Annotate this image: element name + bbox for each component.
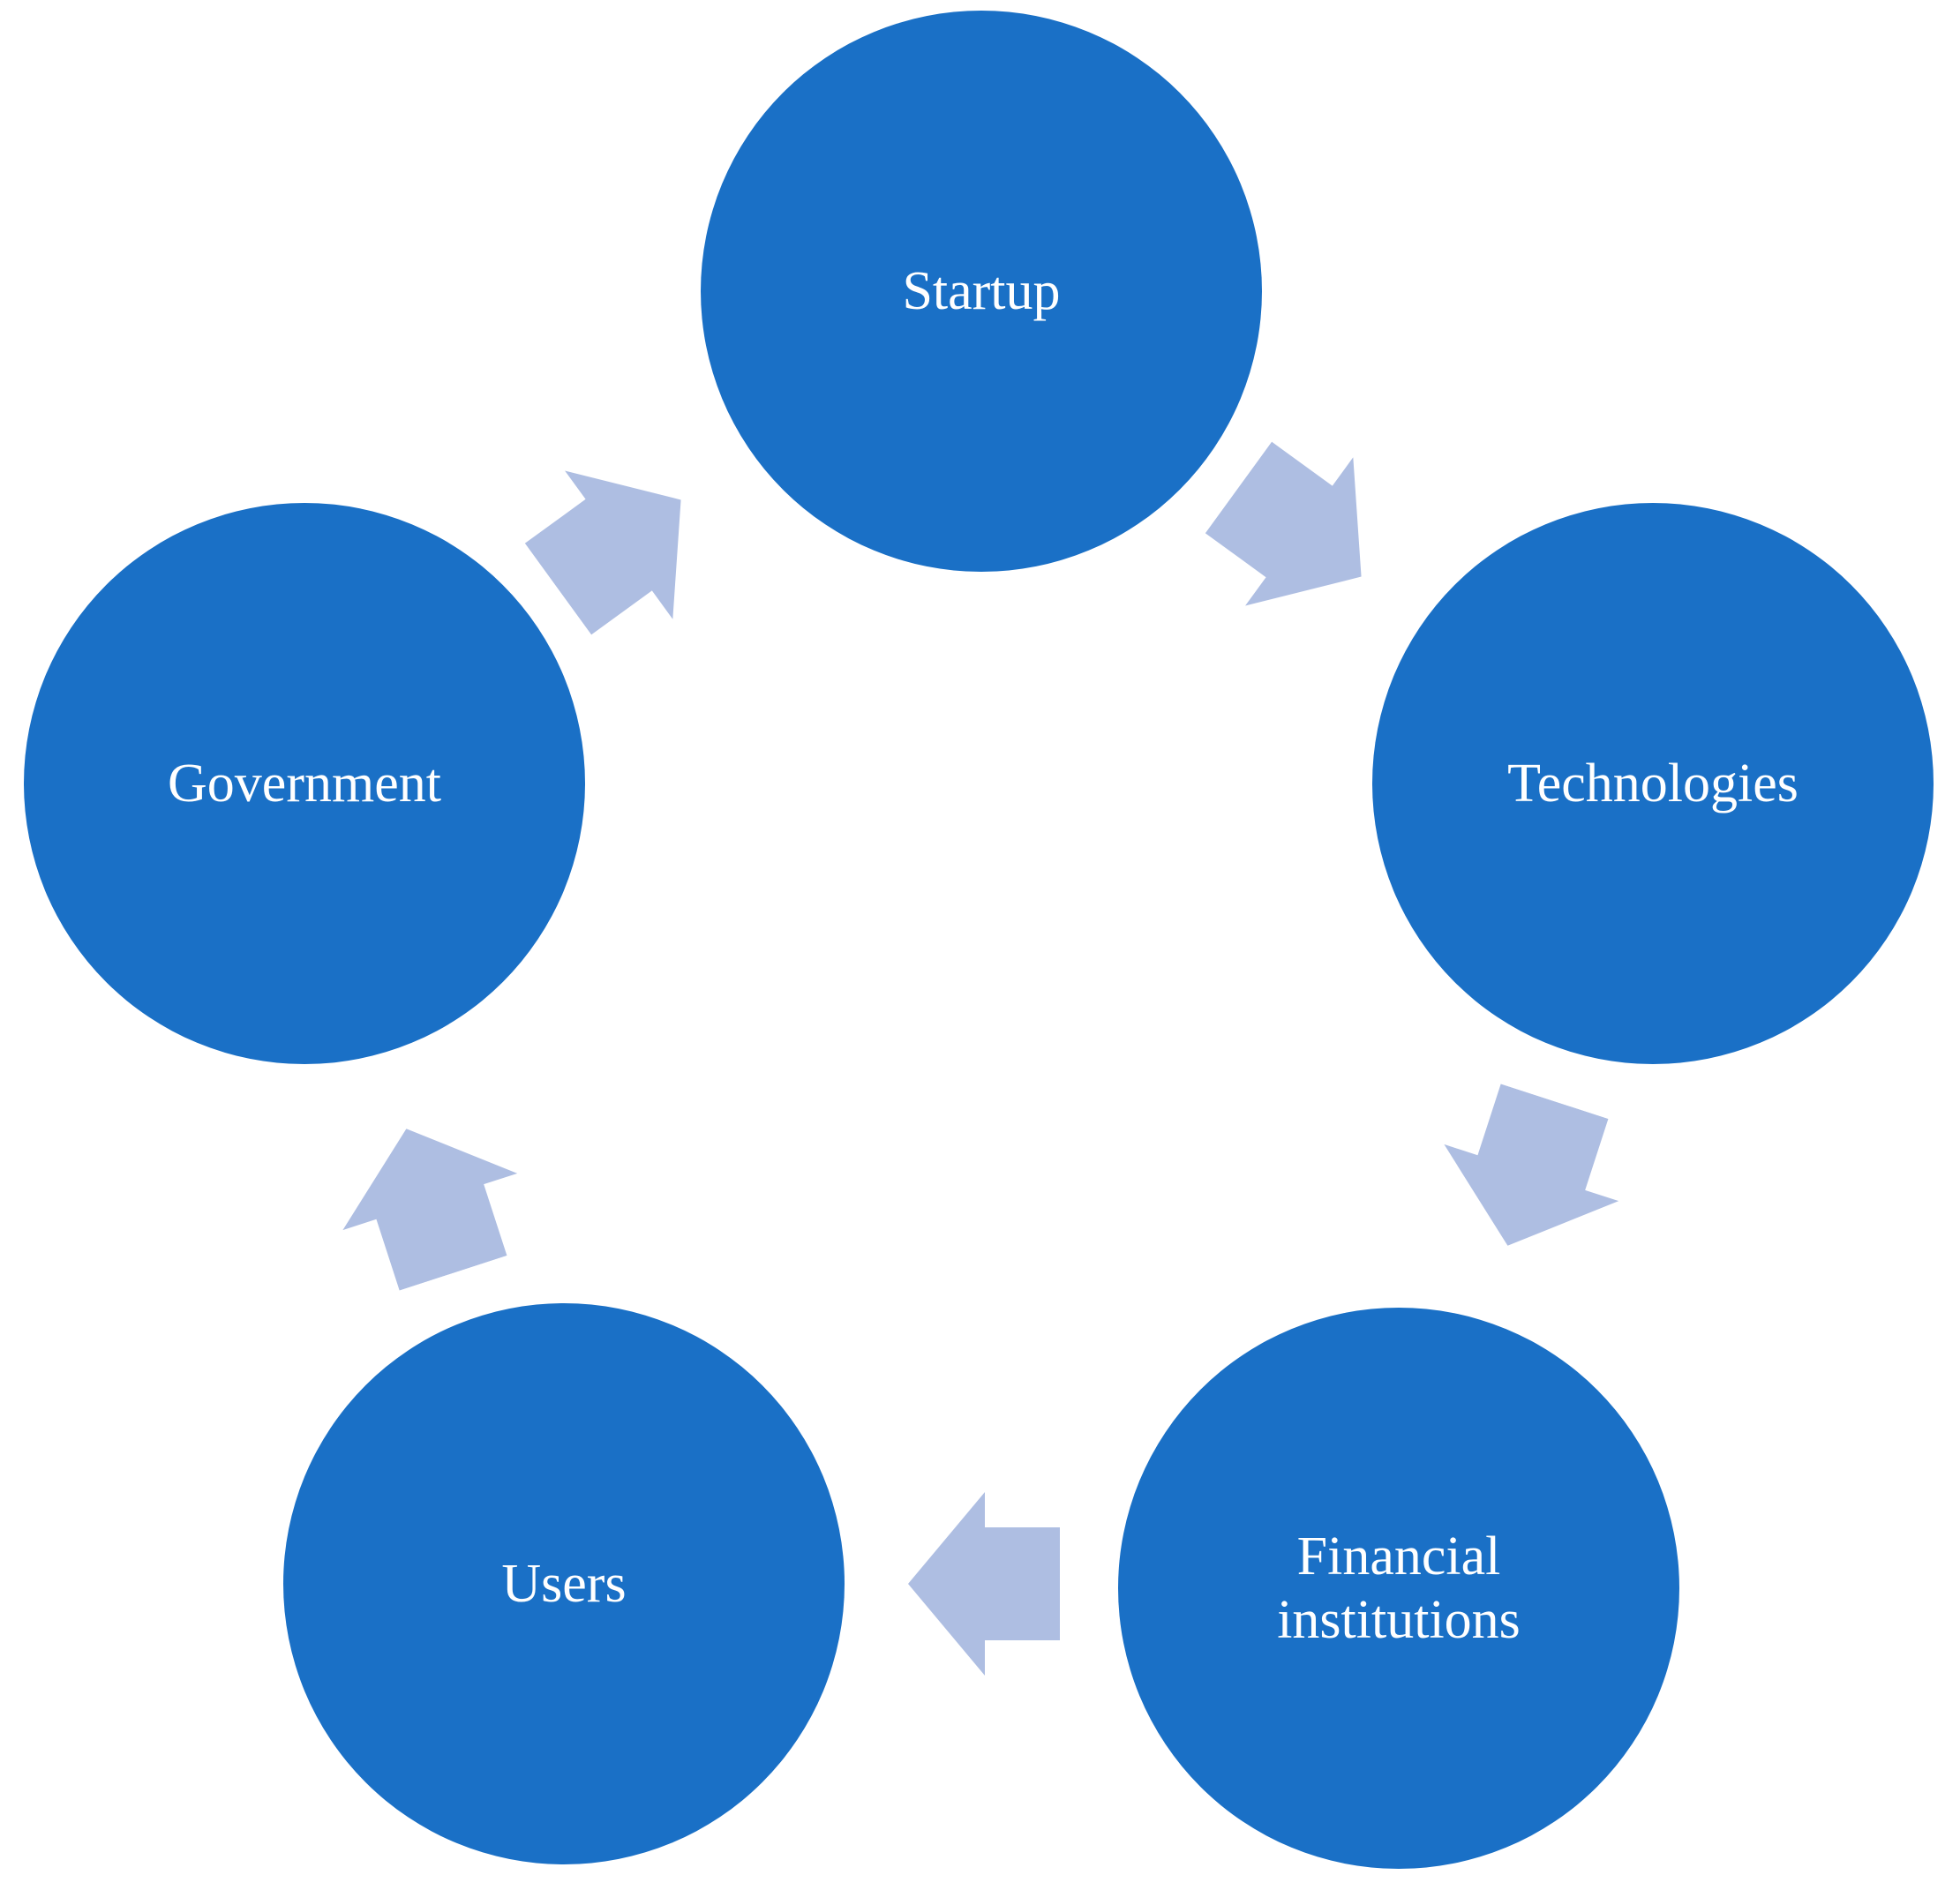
arrow-financial-institutions-to-users	[908, 1492, 1060, 1676]
node-label: Financial institutions	[1277, 1526, 1521, 1650]
arrow-users-to-government	[319, 1100, 541, 1301]
node-government: Government	[24, 503, 585, 1064]
node-financial-institutions: Financial institutions	[1118, 1308, 1679, 1869]
node-label: Technologies	[1507, 754, 1799, 814]
node-technologies: Technologies	[1372, 503, 1934, 1064]
node-startup: Startup	[701, 11, 1262, 572]
arrow-startup-to-technologies	[1184, 413, 1415, 650]
arrow-technologies-to-financial-institutions	[1421, 1073, 1642, 1274]
node-users: Users	[283, 1303, 845, 1864]
arrow-government-to-startup	[504, 425, 734, 663]
node-label: Government	[168, 754, 441, 814]
node-label: Startup	[902, 261, 1061, 321]
node-label: Users	[501, 1554, 627, 1614]
